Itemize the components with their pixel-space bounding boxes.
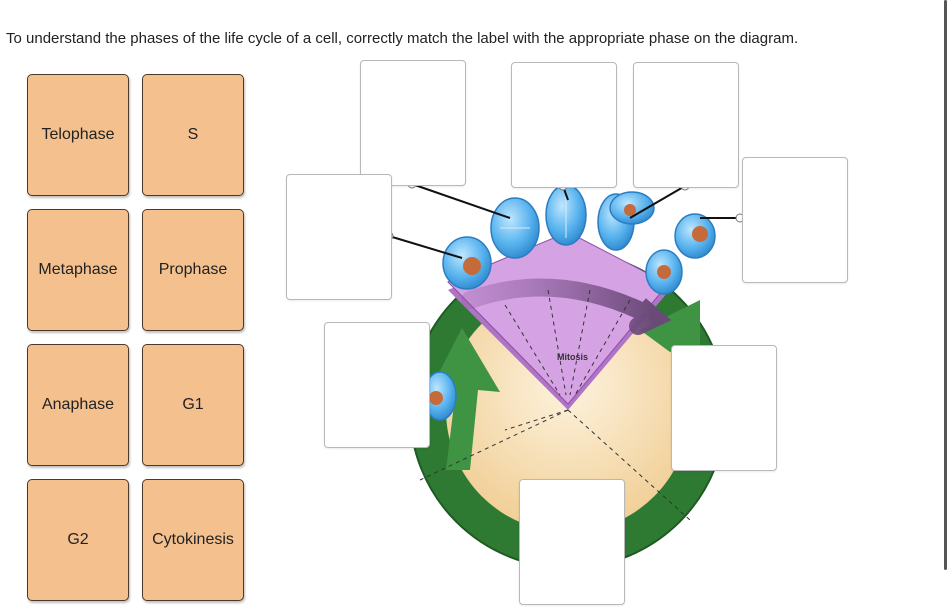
mitosis-label: Mitosis xyxy=(557,352,588,362)
label-telophase[interactable]: Telophase xyxy=(27,74,129,196)
label-g1[interactable]: G1 xyxy=(142,344,244,466)
label-anaphase[interactable]: Anaphase xyxy=(27,344,129,466)
drop-target-3[interactable] xyxy=(633,62,739,188)
mitosis-cells xyxy=(423,184,716,421)
drop-target-5[interactable] xyxy=(742,157,848,283)
drop-target-1[interactable] xyxy=(360,60,466,186)
scrollbar[interactable] xyxy=(944,0,947,570)
drop-target-7[interactable] xyxy=(671,345,777,471)
drop-target-6[interactable] xyxy=(324,322,430,448)
phase-dividers xyxy=(419,409,691,521)
label-prophase[interactable]: Prophase xyxy=(142,209,244,331)
ring-arrow-left xyxy=(430,328,500,470)
label-cytokinesis[interactable]: Cytokinesis xyxy=(142,479,244,601)
label-metaphase[interactable]: Metaphase xyxy=(27,209,129,331)
label-g2[interactable]: G2 xyxy=(27,479,129,601)
drop-target-2[interactable] xyxy=(511,62,617,188)
drop-target-8[interactable] xyxy=(519,479,625,605)
label-s[interactable]: S xyxy=(142,74,244,196)
ring-arrow-right xyxy=(640,300,700,352)
drop-target-4[interactable] xyxy=(286,174,392,300)
instructions-text: To understand the phases of the life cyc… xyxy=(6,30,799,47)
leader-lines xyxy=(388,183,740,259)
